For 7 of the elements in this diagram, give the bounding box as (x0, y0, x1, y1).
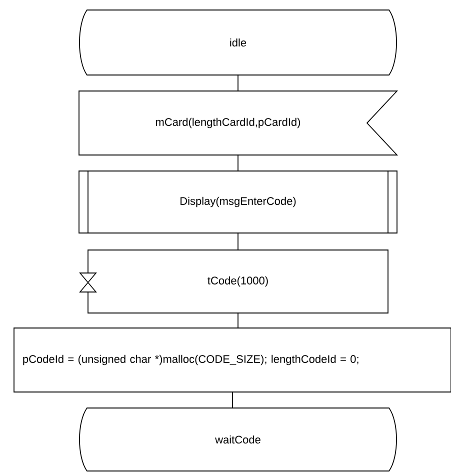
input-signal-box: mCard(lengthCardId,pCardId) (78, 90, 398, 156)
connector-line (232, 392, 233, 408)
task-box: pCodeId = (unsigned char *)malloc(CODE_SIZE); lengthCodeId = 0; (14, 328, 451, 392)
timer-box: tCode(1000) (79, 250, 388, 314)
procedure-call-box: Display(msgEnterCode) (78, 170, 398, 234)
state-box: idle (79, 10, 397, 76)
state-box: waitCode (79, 408, 397, 472)
